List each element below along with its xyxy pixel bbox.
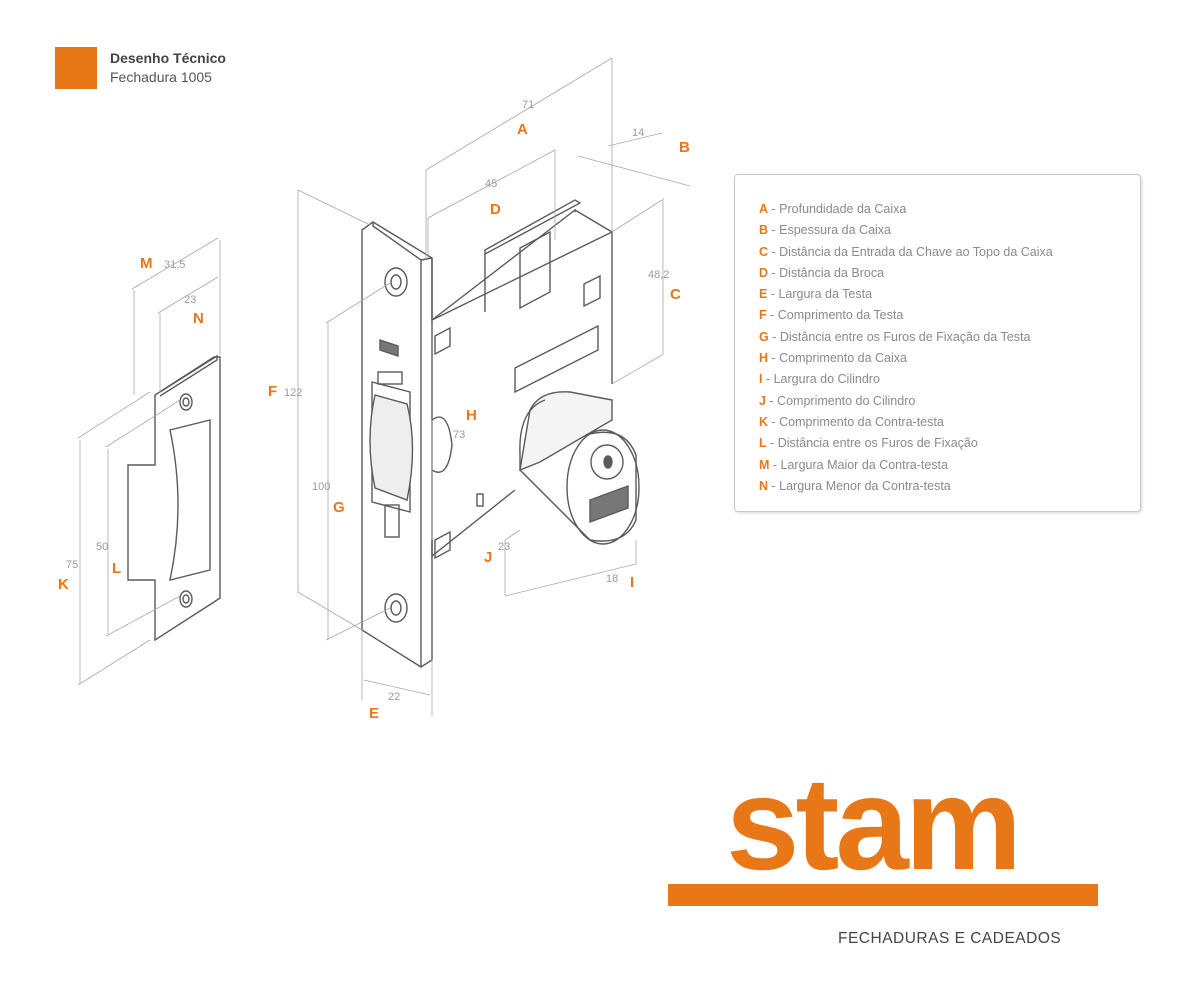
legend-item: C - Distância da Entrada da Chave ao Top… [759, 242, 1140, 263]
legend-key: D [759, 265, 769, 280]
legend-item: A - Profundidade da Caixa [759, 199, 1140, 220]
legend-item: M - Largura Maior da Contra-testa [759, 455, 1140, 476]
legend-text: - Largura da Testa [767, 287, 873, 302]
legend-item: E - Largura da Testa [759, 284, 1140, 305]
dim-letter-i: I [630, 574, 634, 591]
dim-letter-l: L [112, 560, 121, 577]
legend-item: B - Espessura da Caixa [759, 220, 1140, 241]
strike-plate [127, 354, 221, 642]
legend-item: L - Distância entre os Furos de Fixação [759, 433, 1140, 454]
dim-value-h: 73 [453, 429, 465, 441]
legend-item: G - Distância entre os Furos de Fixação … [759, 327, 1140, 348]
legend-text: - Comprimento da Testa [766, 308, 904, 323]
legend-text: - Espessura da Caixa [768, 223, 892, 238]
legend-text: - Comprimento do Cilindro [765, 393, 916, 408]
legend-key: J [759, 393, 766, 408]
legend-text: - Comprimento da Caixa [768, 351, 907, 366]
drawing-title: Desenho Técnico [110, 50, 226, 66]
dim-value-m: 31,5 [164, 259, 185, 271]
dim-value-a: 71 [522, 99, 534, 111]
dim-value-c: 48,2 [648, 269, 669, 281]
legend-item: K - Comprimento da Contra-testa [759, 412, 1140, 433]
legend-item: I - Largura do Cilindro [759, 369, 1140, 390]
legend-text: - Largura Menor da Contra-testa [768, 478, 951, 493]
legend-key: I [759, 372, 763, 387]
logo-wordmark: stam [726, 750, 1022, 897]
strike-plate-dimensions [77, 237, 221, 686]
legend-text: - Largura do Cilindro [762, 372, 880, 387]
dim-letter-e: E [369, 705, 379, 722]
legend-text: - Distância da Entrada da Chave ao Topo … [768, 244, 1053, 259]
logo-tagline: FECHADURAS E CADEADOS [838, 930, 1062, 947]
legend-key: E [759, 287, 768, 302]
legend-key: N [759, 478, 769, 493]
cylinder [519, 391, 640, 545]
legend-text: - Distância da Broca [768, 265, 885, 280]
legend-key: A [759, 202, 769, 216]
dim-value-j: 23 [498, 541, 510, 553]
dimension-values: 71 14 45 48,2 122 100 73 22 23 18 75 50 … [66, 99, 669, 703]
dim-value-f: 122 [284, 387, 302, 399]
dim-value-k: 75 [66, 559, 78, 571]
legend-item: D - Distância da Broca [759, 263, 1140, 284]
legend-text: - Profundidade da Caixa [768, 202, 907, 216]
logo-underline-bar [668, 884, 1098, 906]
dim-value-e: 22 [388, 691, 400, 703]
legend-key: C [759, 244, 769, 259]
dim-letter-d: D [490, 201, 501, 218]
dim-value-b: 14 [632, 127, 644, 139]
dim-letter-h: H [466, 407, 477, 424]
dim-letter-g: G [333, 499, 345, 516]
dim-letter-m: M [140, 255, 153, 272]
legend-key: F [759, 308, 767, 323]
dim-value-d: 45 [485, 178, 497, 190]
legend-key: H [759, 351, 769, 366]
legend-key: L [759, 436, 767, 451]
lock-dimension-lines [297, 57, 691, 716]
dim-letter-c: C [670, 286, 681, 303]
legend-text: - Largura Maior da Contra-testa [769, 457, 948, 472]
dim-letter-b: B [679, 139, 690, 156]
dim-value-l: 50 [96, 541, 108, 553]
title-swatch [55, 47, 97, 89]
legend-item: N - Largura Menor da Contra-testa [759, 476, 1140, 497]
dimension-letters: A B C D E F G H I J K L M N [58, 121, 690, 722]
dim-letter-n: N [193, 310, 204, 327]
dim-letter-k: K [58, 576, 69, 593]
legend-key: G [759, 329, 769, 344]
dim-value-n: 23 [184, 294, 196, 306]
legend-key: M [759, 457, 770, 472]
legend-key: K [759, 414, 769, 429]
legend-text: - Comprimento da Contra-testa [768, 414, 944, 429]
legend-item: F - Comprimento da Testa [759, 305, 1140, 326]
legend-text: - Distância entre os Furos de Fixação da… [768, 329, 1031, 344]
dim-letter-j: J [484, 549, 492, 566]
dim-letter-f: F [268, 383, 277, 400]
legend-item: J - Comprimento do Cilindro [759, 391, 1140, 412]
legend-text: - Distância entre os Furos de Fixação [766, 436, 978, 451]
legend-item: H - Comprimento da Caixa [759, 348, 1140, 369]
legend-key: B [759, 223, 769, 238]
face-plate [361, 221, 433, 668]
dim-letter-a: A [517, 121, 528, 138]
dim-value-g: 100 [312, 481, 330, 493]
drawing-subtitle: Fechadura 1005 [110, 69, 212, 85]
dim-value-i: 18 [606, 573, 618, 585]
